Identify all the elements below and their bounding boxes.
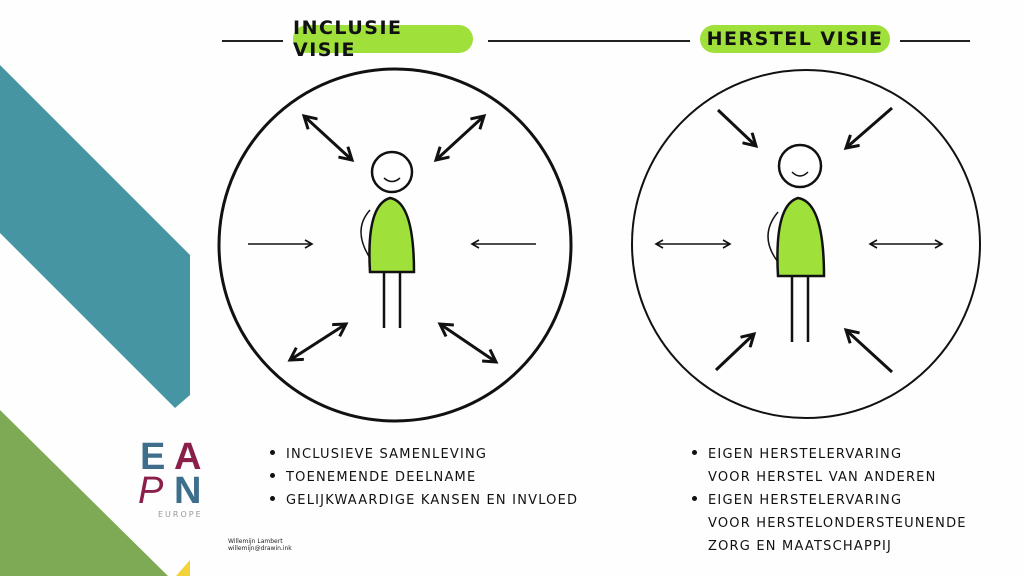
list-item: Gelijkwaardige kansen en invloed — [268, 489, 578, 512]
recovery-title: Herstel visie — [700, 25, 890, 53]
list-item: Eigen herstelervaring voor herstel van an… — [690, 443, 967, 489]
bullet-line: Eigen herstelervaring — [708, 493, 903, 508]
teal-shape — [0, 65, 190, 408]
divider-line — [900, 40, 970, 42]
green-shape — [0, 410, 168, 576]
person-figure-right — [767, 143, 826, 342]
inclusion-arrows — [248, 116, 536, 362]
logo-letter: E — [140, 436, 166, 478]
logo-letter: A — [174, 436, 202, 478]
yellow-shape — [176, 560, 190, 576]
credit-email: willemijn@drawin.ink — [228, 545, 292, 552]
recovery-circle — [631, 69, 981, 419]
divider-line — [222, 40, 283, 42]
inclusion-circle — [217, 67, 573, 423]
bullet-line: Eigen herstelervaring — [708, 447, 903, 462]
list-item: Eigen herstelervaring voor herstelonderst… — [690, 489, 967, 558]
divider-line — [488, 40, 690, 42]
bullet-line: voor herstel van anderen — [708, 470, 937, 485]
bullet-line: zorg en maatschappij — [708, 539, 893, 554]
logo-subtitle: EUROPE — [158, 510, 203, 519]
list-item: Toenemende deelname — [268, 466, 578, 489]
person-figure-left — [360, 150, 416, 328]
credit-name: Willemijn Lambert — [228, 538, 283, 545]
inclusion-title: Inclusie visie — [293, 17, 473, 61]
bullet-line: voor herstelondersteunende — [708, 516, 967, 531]
list-item: Inclusieve samenleving — [268, 443, 578, 466]
artist-credit: Willemijn Lambert willemijn@drawin.ink — [228, 538, 292, 552]
recovery-arrows — [654, 106, 944, 374]
recovery-bullets: Eigen herstelervaring voor herstel van an… — [690, 443, 967, 558]
logo-letter: N — [174, 470, 202, 512]
inclusion-bullets: Inclusieve samenleving Toenemende deelna… — [268, 443, 578, 512]
logo-letter: P — [138, 470, 164, 512]
